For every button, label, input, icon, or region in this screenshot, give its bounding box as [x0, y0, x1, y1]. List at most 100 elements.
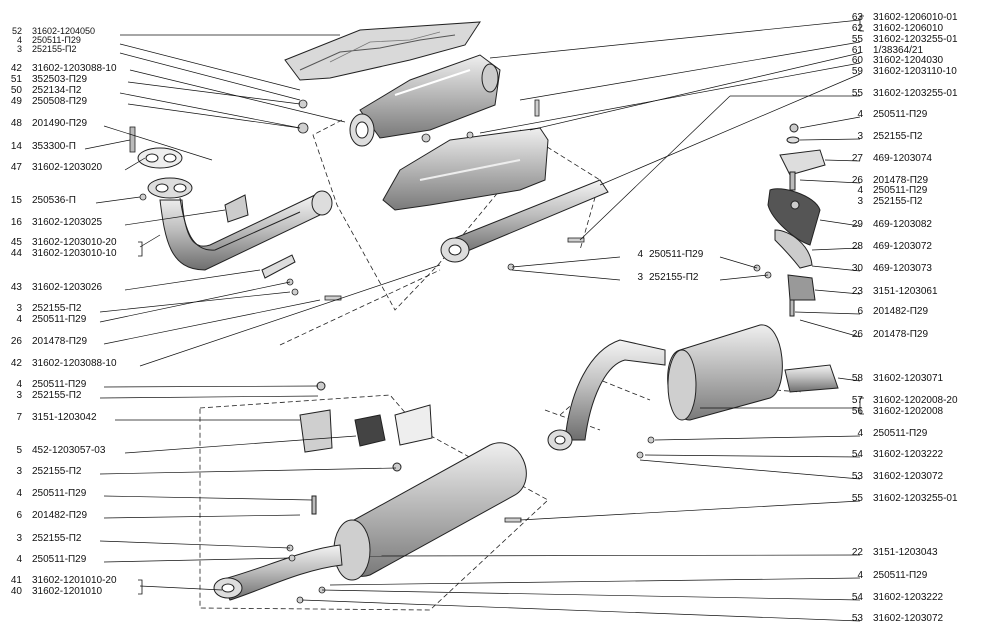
part-number: 4 [16, 379, 22, 390]
part-code: 250511-П29 [32, 314, 87, 325]
part-code: 250511-П29 [873, 428, 928, 439]
front-exhaust-pipe [129, 126, 333, 279]
part-number: 50 [10, 85, 22, 96]
part-code: 252155-П2 [32, 303, 82, 314]
part-label: 50 252134-П2 [0, 85, 82, 96]
part-code: 201482-П29 [32, 510, 88, 521]
mount-bracket-cluster [299, 381, 433, 515]
part-number: 14 [10, 141, 22, 152]
part-code: 3151-1203061 [873, 286, 938, 297]
part-code: 1/38364/21 [873, 45, 924, 56]
part-code: 201490-П29 [32, 118, 88, 129]
part-code: 31602-1202008 [873, 406, 944, 417]
rear-hanger-parts [767, 123, 826, 317]
part-code: 31602-1203255-01 [873, 493, 958, 504]
part-code: 252155-П2 [649, 272, 699, 283]
part-code: 252134-П2 [32, 85, 82, 96]
part-code: 31602-1203072 [873, 471, 944, 482]
part-number: 56 [851, 406, 863, 417]
part-number: 63 [851, 12, 863, 23]
part-number: 41 [10, 575, 22, 586]
part-number: 3 [16, 44, 22, 54]
part-number: 57 [851, 395, 863, 406]
part-code: 3151-1203042 [32, 412, 97, 423]
part-code: 252155-П2 [873, 196, 923, 207]
part-number: 4 [16, 554, 22, 565]
part-code: 201478-П29 [32, 336, 88, 347]
part-code: 31602-1203222 [873, 449, 944, 460]
part-code: 31602-1204030 [873, 55, 944, 66]
part-number: 42 [10, 63, 22, 74]
part-number: 28 [851, 241, 863, 252]
part-number: 62 [851, 23, 863, 34]
part-number: 45 [10, 237, 22, 248]
part-code: 201482-П29 [873, 306, 929, 317]
label-brackets [138, 15, 864, 595]
part-code: 201478-П29 [873, 329, 929, 340]
part-number: 58 [851, 373, 863, 384]
front-muffler [213, 442, 527, 601]
part-code: 31602-1204050 [32, 26, 96, 36]
part-code: 250511-П29 [32, 35, 81, 45]
part-code: 353300-П [32, 141, 76, 152]
part-label: 6 201482-П29 [843, 307, 928, 317]
part-number: 52 [11, 26, 22, 36]
part-code: 31602-1206010 [873, 23, 944, 34]
part-number: 42 [10, 358, 22, 369]
part-number: 4 [16, 35, 22, 45]
part-number: 27 [851, 153, 863, 164]
part-code: 201478-П29 [873, 175, 929, 186]
part-number: 4 [857, 185, 863, 196]
part-number: 61 [851, 45, 863, 56]
rear-muffler [547, 324, 839, 451]
part-number: 6 [857, 306, 863, 317]
part-code: 31602-1203255-01 [873, 34, 958, 45]
part-number: 3 [16, 533, 22, 544]
part-number: 47 [10, 162, 22, 173]
part-number: 7 [16, 412, 22, 423]
part-code: 352503-П29 [32, 74, 88, 85]
part-label: 52 31602-1204050 [0, 27, 95, 36]
part-label: 14 353300-П [0, 142, 76, 152]
leader-lines [84, 19, 861, 622]
part-code: 250511-П29 [32, 379, 87, 390]
part-number: 5 [16, 445, 22, 456]
part-number: 55 [851, 88, 863, 99]
part-number: 3 [16, 303, 22, 314]
part-number: 44 [10, 248, 22, 259]
part-label: 62 31602-1206010 [843, 24, 943, 34]
